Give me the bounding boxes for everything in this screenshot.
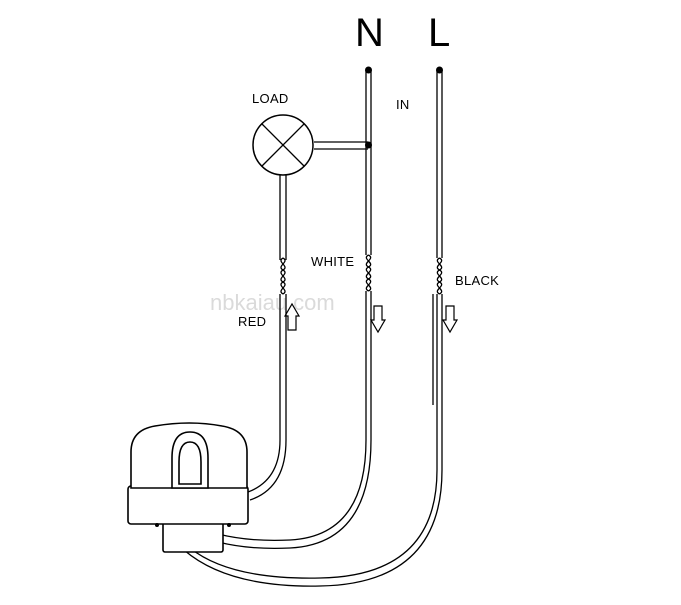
neutral-junction-dot	[365, 141, 372, 149]
label-line: L	[428, 11, 450, 55]
photocell-screw-left	[155, 523, 159, 527]
label-red: RED	[238, 314, 266, 329]
neutral-terminal-dot	[365, 66, 372, 74]
photocell-flange	[127, 485, 249, 525]
label-load: LOAD	[252, 91, 289, 106]
red-up-arrow-icon	[283, 302, 301, 331]
white-down-arrow-icon	[369, 305, 387, 334]
black-lead-wire	[183, 294, 443, 587]
white-wire-splice-icon	[365, 254, 372, 292]
photocell-screw-right	[227, 523, 231, 527]
white-lead-wire	[217, 291, 372, 550]
label-black: BLACK	[455, 273, 499, 288]
red-wire-splice-icon	[280, 257, 286, 295]
black-down-arrow-icon	[441, 305, 459, 334]
label-neutral: N	[355, 11, 384, 55]
label-white: WHITE	[311, 254, 354, 269]
load-neutral-wire	[314, 141, 368, 150]
label-in: IN	[396, 97, 410, 112]
load-red-wire	[279, 175, 287, 260]
photocell-sensor	[178, 441, 202, 485]
watermark: nbkaiau.com	[210, 290, 335, 315]
line-supply-wire	[436, 66, 443, 258]
black-wire-splice-icon	[436, 257, 443, 295]
neutral-supply-wire	[365, 66, 372, 255]
lamp-cross-icon	[252, 114, 314, 176]
red-lead-wire	[247, 294, 287, 501]
line-terminal-dot	[436, 66, 443, 74]
photocell-icon	[127, 422, 249, 553]
